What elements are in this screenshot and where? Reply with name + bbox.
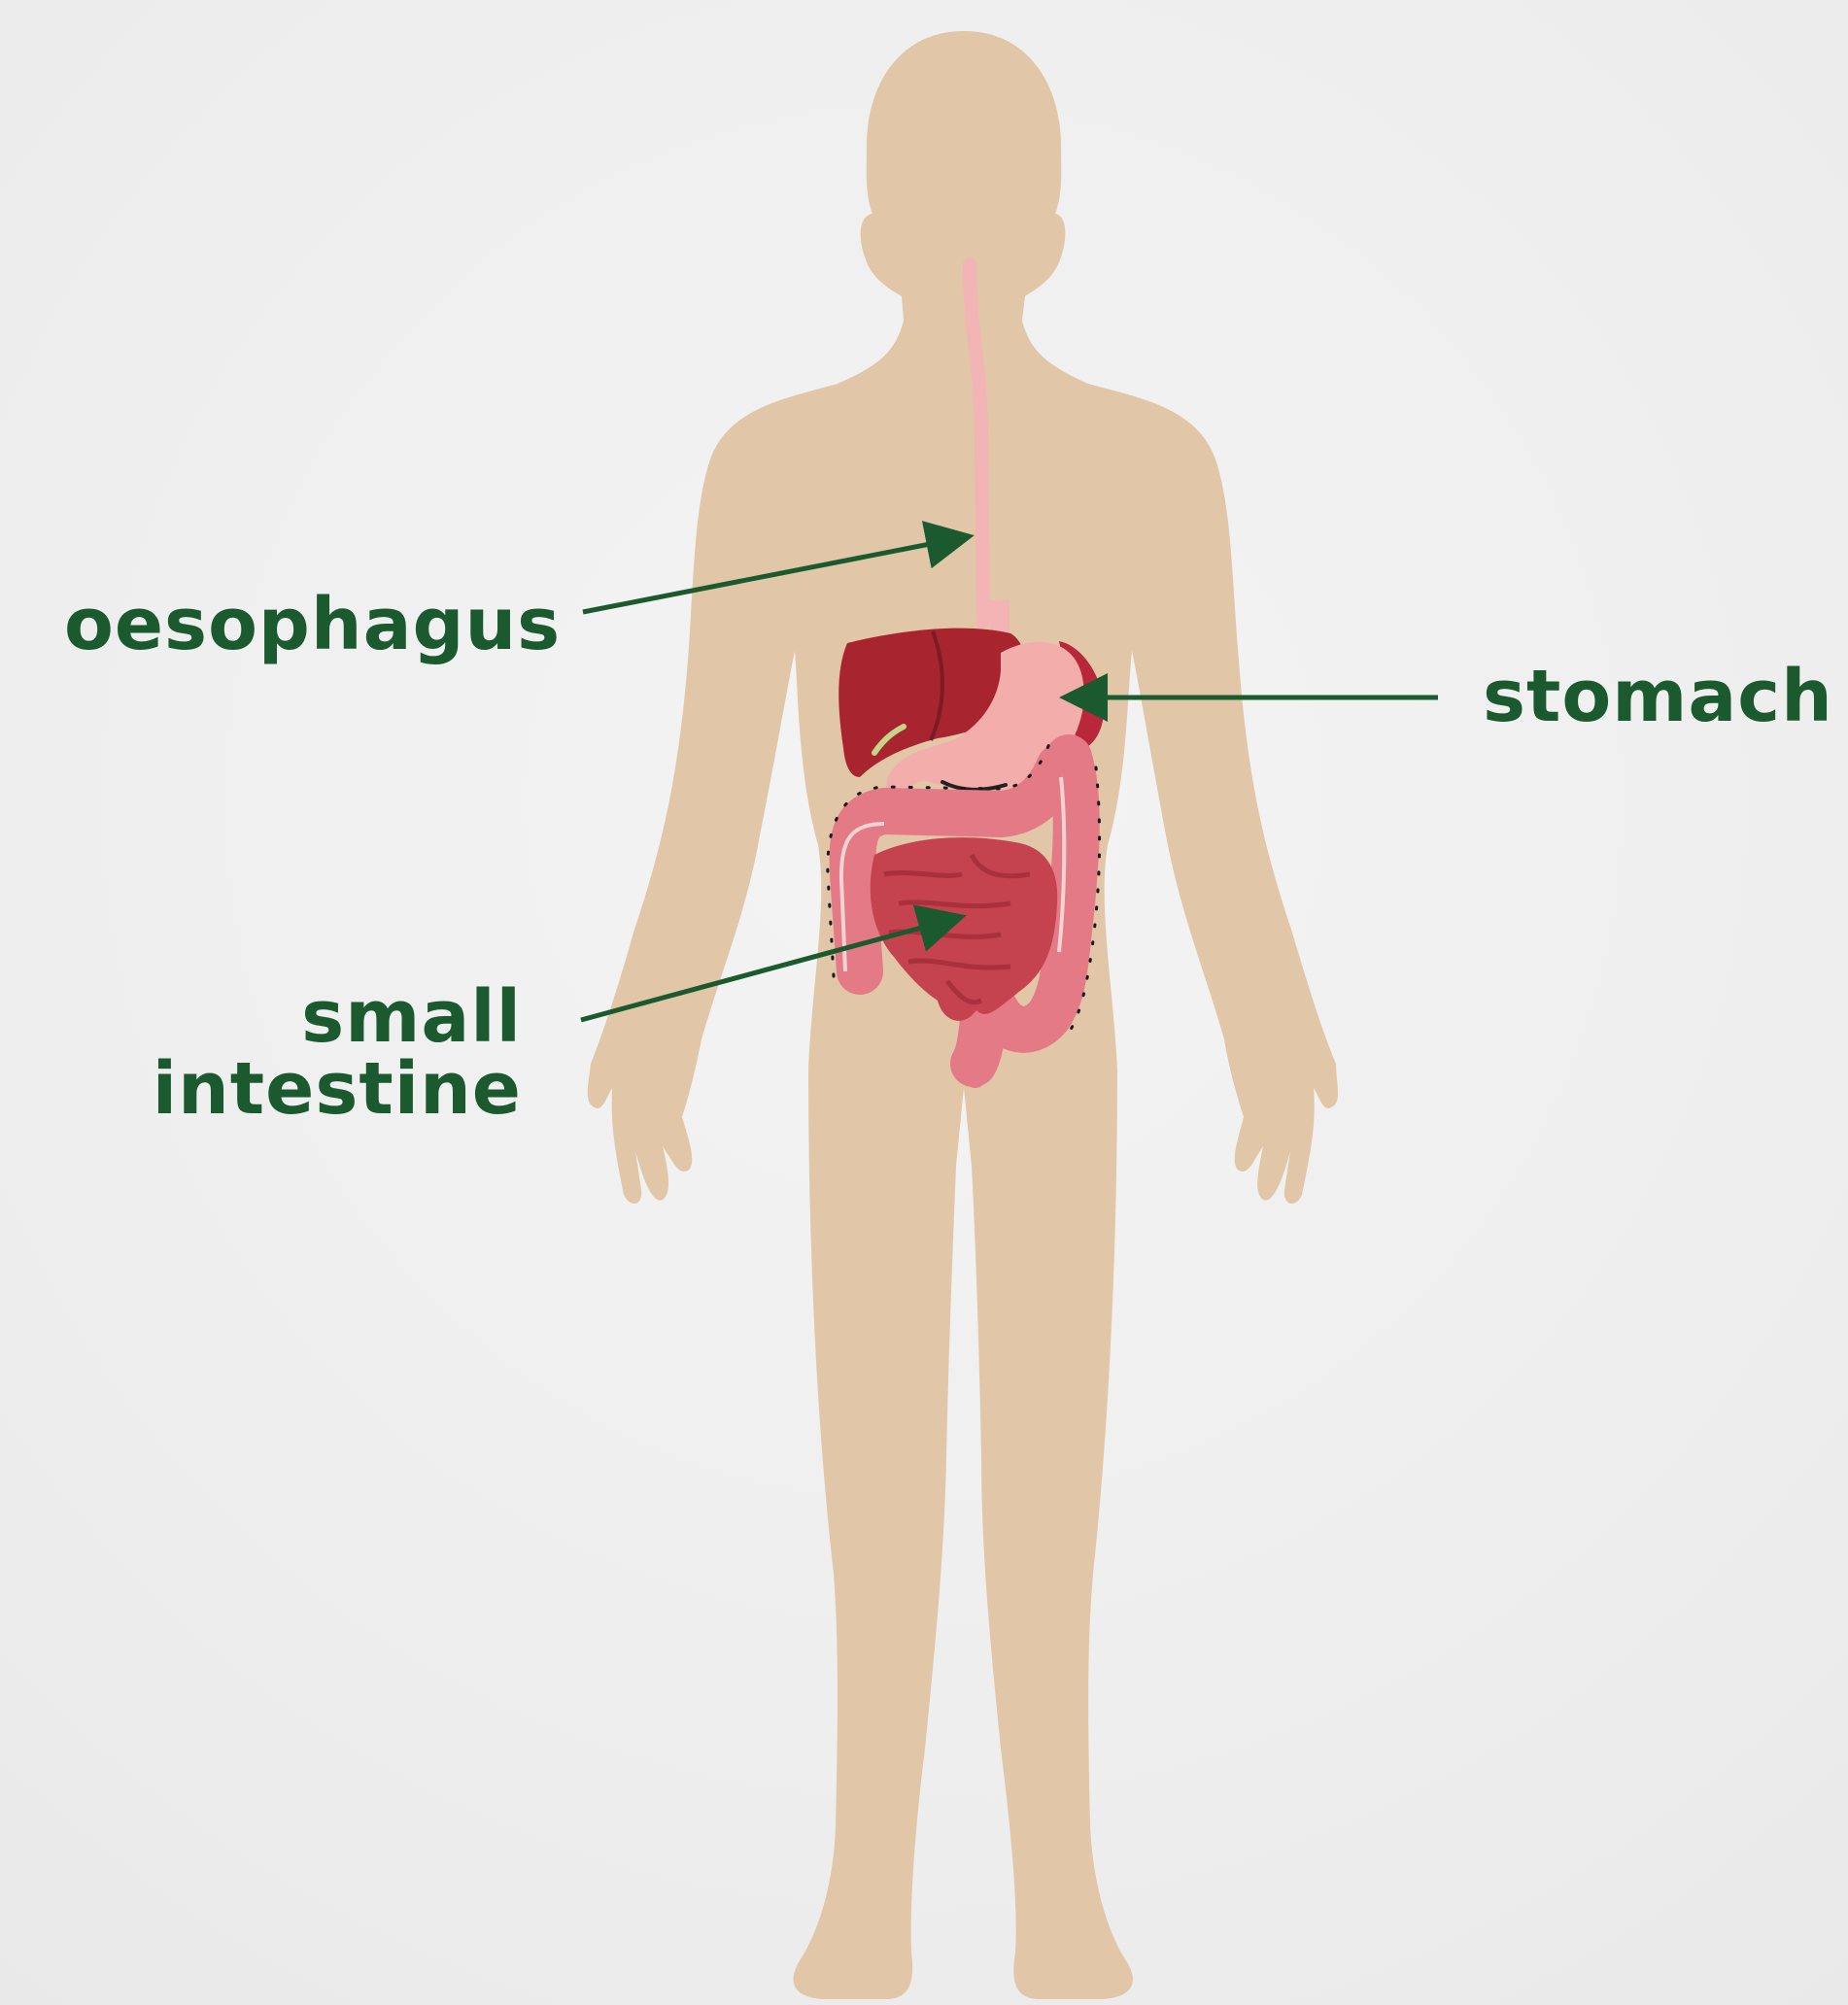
- small-intestine-label-line2: intestine: [133, 1053, 522, 1125]
- oesophagus-label: oesophagus: [64, 589, 561, 661]
- stomach-label: stomach: [1483, 661, 1833, 732]
- small-intestine-label-line1: small: [133, 981, 522, 1053]
- small-intestine-label: small intestine: [133, 981, 522, 1125]
